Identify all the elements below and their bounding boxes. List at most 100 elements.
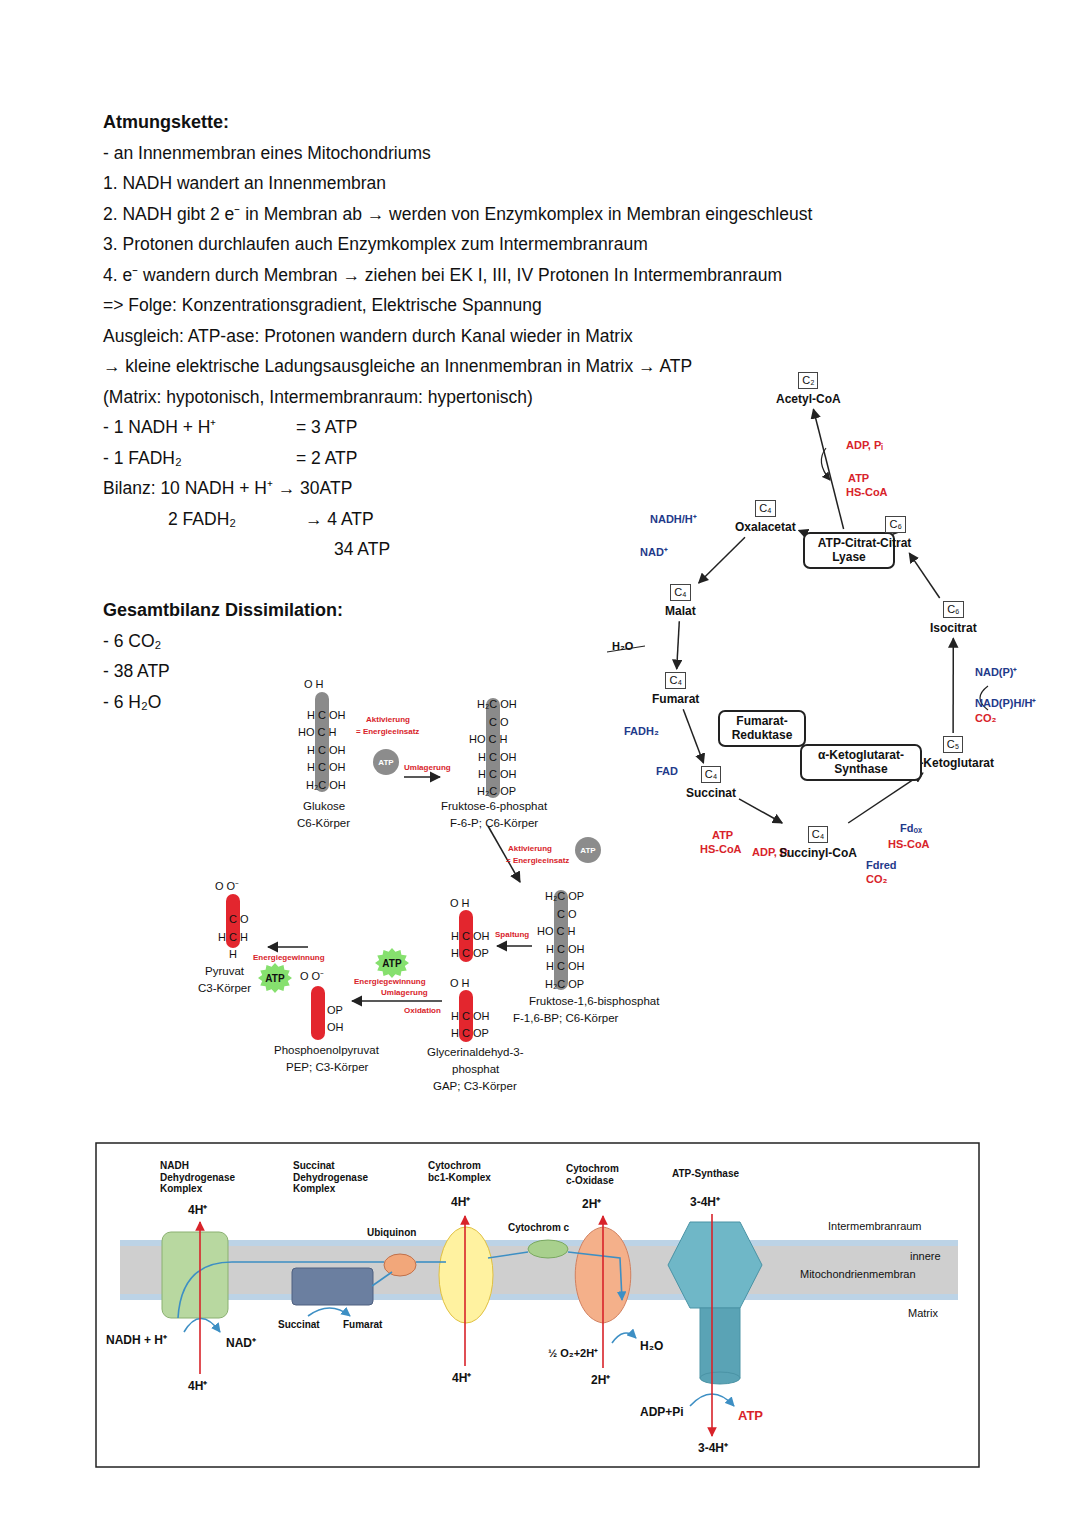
text-label: 4H⁺: [451, 1196, 470, 1210]
text-label: NAD(P)⁺: [975, 666, 1018, 679]
text-label: CO₂: [866, 873, 887, 886]
text-label: Oxidation: [404, 1006, 441, 1015]
text-label: Fruktose-1,6-bisphosphat: [529, 995, 659, 1008]
carbon-count: C₄: [808, 826, 828, 843]
text-label: H₂C OH: [477, 698, 517, 711]
text-label: OP: [327, 1004, 343, 1017]
metabolite-name: Isocitrat: [930, 621, 977, 635]
text-label: Aktivierung: [508, 844, 552, 853]
text-label: Mitochondrienmembran: [800, 1268, 916, 1281]
text-label: H C OH: [307, 744, 346, 757]
text-label: - 6 H₂O: [103, 692, 161, 712]
text-label: H C OH: [451, 1010, 490, 1023]
atp-text: ATP: [580, 846, 595, 855]
text-label: Gesamtbilanz Dissimilation:: [103, 600, 343, 621]
text-label: Cytochrom bc1-Komplex: [428, 1160, 500, 1183]
text-label: O O⁻: [300, 970, 324, 983]
atp-fill: [373, 749, 399, 775]
text-label: Fumarat: [343, 1319, 382, 1331]
text-label: HS-CoA: [846, 486, 888, 499]
text-label: OH: [327, 1021, 344, 1034]
text-label: NAD⁺: [226, 1337, 256, 1351]
text-label: Glycerinaldehyd-3-: [427, 1046, 524, 1059]
text-label: H C OH: [546, 960, 585, 973]
text-label: PEP; C3-Körper: [286, 1061, 368, 1074]
text-label: Energiegewinnung: [253, 953, 325, 962]
proton-arrows: [200, 1214, 712, 1436]
molecule-chains: [226, 692, 568, 1042]
text-label: H C OP: [451, 947, 489, 960]
atp-fill: [375, 948, 409, 978]
metabolite-node: C₅α-Ketoglutarat: [912, 736, 994, 770]
text-label: ATP-Synthase: [672, 1168, 739, 1180]
atp-fill: [575, 837, 601, 863]
reaction-arrow: [699, 537, 745, 583]
membrane-complexes: [162, 1222, 762, 1384]
text-label: → 4 ATP: [305, 509, 374, 529]
text-label: Succinat: [278, 1319, 320, 1331]
text-label: - 6 CO₂: [103, 631, 161, 651]
text-label: O H: [304, 678, 324, 691]
enzyme-box: Fumarat-Reduktase: [718, 710, 806, 747]
metabolite-name: Oxalacetat: [735, 520, 796, 534]
text-label: Intermembranraum: [828, 1220, 922, 1233]
carbon-count: C₄: [665, 672, 685, 689]
text-label: F-6-P; C6-Körper: [450, 817, 538, 830]
text-label: - 38 ATP: [103, 661, 170, 681]
metabolite-node: C₄Succinat: [686, 766, 736, 800]
text-label: CO₂: [975, 712, 996, 725]
metabolite-node: C₄Malat: [665, 584, 696, 618]
text-label: NADH + H⁺: [106, 1334, 167, 1348]
text-label: - 1 FADH₂: [103, 448, 182, 468]
text-label: 4. e⁻ wandern durch Membran → ziehen bei…: [103, 265, 782, 285]
carbon-count: C₄: [755, 500, 775, 517]
text-label: H₂C OP: [477, 785, 516, 798]
text-label: FADH₂: [624, 725, 659, 738]
carbon-count: C₂: [798, 372, 818, 389]
text-label: 4H⁺: [452, 1372, 471, 1386]
enzyme-box: α-Ketoglutarat-Synthase: [800, 744, 922, 781]
text-label: Spaltung: [495, 930, 529, 939]
text-label: C O: [489, 716, 509, 729]
text-label: 4H⁺: [188, 1204, 207, 1218]
metabolite-node: C₆ Isocitrat: [930, 601, 977, 635]
text-label: Ubiquinon: [367, 1227, 416, 1239]
metabolite-node: C₂Acetyl-CoA: [776, 372, 841, 406]
metabolite-node: C₄Fumarat: [652, 672, 699, 706]
text-label: Ausgleich: ATP-ase: Protonen wandern dur…: [103, 326, 633, 346]
text-label: H C OH: [546, 943, 585, 956]
text-label: Umlagerung: [381, 988, 428, 997]
text-label: H C OH: [478, 751, 517, 764]
atp-text: ATP: [382, 958, 401, 969]
text-label: O H: [450, 897, 470, 910]
reaction-arrow: [813, 409, 843, 529]
text-label: Matrix: [908, 1307, 938, 1320]
text-label: C3-Körper: [198, 982, 251, 995]
metabolite-name: Succinat: [686, 786, 736, 800]
text-label: 1. NADH wandert an Innenmembran: [103, 173, 386, 193]
text-label: 2. NADH gibt 2 e⁻ in Membran ab → werden…: [103, 204, 812, 224]
carbon-count: C₆: [885, 516, 905, 533]
text-label: NAD⁺: [640, 546, 668, 559]
reaction-arrow: [683, 709, 703, 763]
enzyme-name: ATP-Citrat-Lyase: [810, 536, 888, 565]
text-label: ADP, Pᵢ: [846, 439, 883, 452]
etc-frame: [96, 1143, 979, 1467]
atp-circle: ATP: [372, 748, 400, 776]
text-label: H C OH: [451, 930, 490, 943]
text-label: HO C H: [537, 925, 576, 938]
carbon-count: C₆: [943, 601, 963, 618]
text-label: Fdred: [866, 859, 897, 872]
metabolite-node: C₄ Oxalacetat: [735, 500, 796, 534]
metabolite-name: α-Ketoglutarat: [912, 756, 994, 770]
text-label: ADP+Pi: [640, 1406, 684, 1420]
text-label: HO C H: [298, 726, 337, 739]
text-label: H C OP: [451, 1027, 489, 1040]
reaction-arrow: [952, 638, 954, 733]
atp-circle: ATP: [574, 836, 602, 864]
text-label: = Energieeinsatz: [356, 727, 419, 736]
electron-path: [178, 1252, 734, 1406]
reaction-arrow: [739, 799, 782, 823]
enzyme-name: α-Ketoglutarat-Synthase: [807, 748, 915, 777]
text-label: H C OH: [307, 709, 346, 722]
